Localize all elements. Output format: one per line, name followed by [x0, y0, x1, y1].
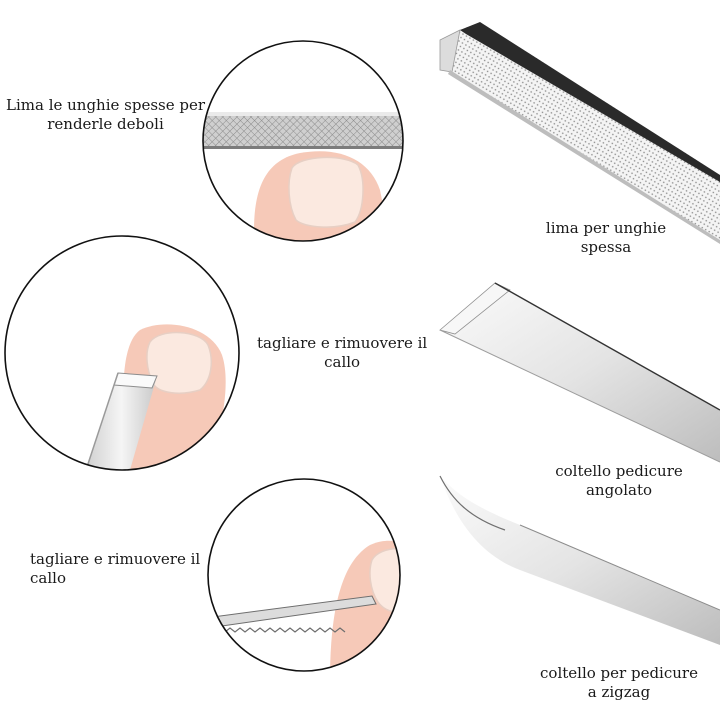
callus-cut-caption-2-line2: callo	[30, 569, 66, 587]
circle-zigzag-knife-demo	[207, 478, 401, 672]
thick-file-name-line1: lima per unghie	[545, 219, 667, 237]
thick-file-name: lima per unghie spessa	[536, 219, 676, 257]
circle-file-demo	[202, 40, 404, 242]
zigzag-pedicure-knife-image	[439, 475, 720, 645]
angled-knife-name-line1: coltello pedicure	[555, 462, 683, 480]
file-usage-caption: Lima le unghie spesse per renderle debol…	[6, 96, 205, 134]
circle-angled-knife-demo	[4, 235, 240, 471]
callus-cut-caption-1: tagliare e rimuovere il callo	[257, 334, 427, 372]
thick-nail-file-image	[439, 22, 720, 244]
angled-knife-name: coltello pedicure angolato	[544, 462, 694, 500]
zigzag-knife-name-line1: coltello per pedicure	[540, 664, 698, 682]
callus-cut-caption-1-line1: tagliare e rimuovere il	[257, 334, 428, 352]
file-usage-caption-line1: Lima le unghie spesse per	[6, 96, 206, 114]
zigzag-knife-name-line2: a zigzag	[587, 683, 651, 701]
angled-pedicure-knife-image	[439, 282, 720, 463]
file-usage-caption-line2: renderle deboli	[47, 115, 164, 133]
callus-cut-caption-2-line1: tagliare e rimuovere il	[30, 550, 201, 568]
zigzag-knife-name: coltello per pedicure a zigzag	[534, 664, 704, 702]
thick-file-name-line2: spessa	[580, 238, 632, 256]
callus-cut-caption-1-line2: callo	[324, 353, 361, 371]
callus-cut-caption-2: tagliare e rimuovere il callo	[30, 550, 200, 588]
angled-knife-name-line2: angolato	[585, 481, 653, 499]
